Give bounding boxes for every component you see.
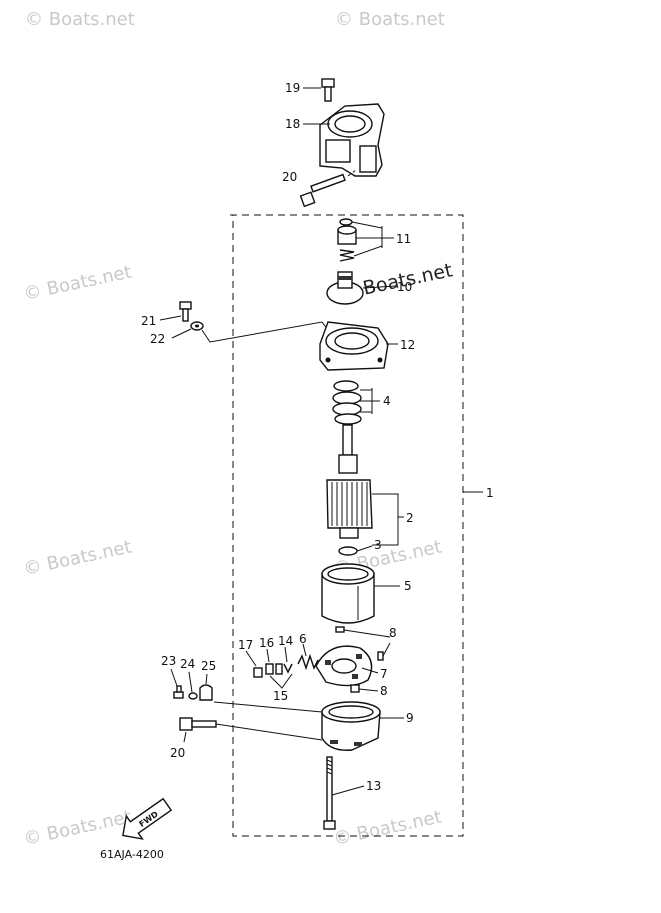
- leader-line: [302, 643, 307, 657]
- callout-19: 19: [285, 81, 300, 95]
- callout-23: 23: [161, 654, 176, 668]
- callout-15: 15: [273, 689, 288, 703]
- washer-24: [188, 692, 198, 700]
- terminal-parts: [253, 663, 293, 678]
- leader-line: [284, 646, 288, 663]
- callout-2: 2: [406, 511, 414, 525]
- leader-line: [159, 315, 182, 321]
- watermark: © Boats.net: [335, 9, 445, 30]
- armature-2: [326, 424, 373, 539]
- watermark: © Boats.net: [22, 537, 134, 580]
- clip-25: [199, 684, 213, 701]
- callout-14: 14: [278, 634, 293, 648]
- leader-line: [170, 668, 178, 687]
- leader-line: [351, 221, 383, 229]
- callout-17: 17: [238, 638, 253, 652]
- callout-11: 11: [396, 232, 411, 246]
- pinion-10: [326, 271, 364, 305]
- leader-line: [347, 169, 357, 177]
- bolt-20-upper: [299, 173, 346, 208]
- leader-line: [183, 731, 187, 743]
- callout-21: 21: [141, 314, 156, 328]
- housing-9: [321, 701, 381, 751]
- leader-line: [188, 671, 193, 693]
- callout-20-upper: 20: [282, 170, 297, 184]
- leader-line: [266, 648, 270, 663]
- washer-3: [338, 546, 358, 556]
- leader-line: [361, 667, 379, 674]
- callout-10: 10: [397, 280, 412, 294]
- housing-12: [319, 321, 389, 371]
- callout-1: 1: [486, 486, 494, 500]
- yoke-5: [321, 563, 375, 624]
- brush-holder-7: [315, 645, 373, 687]
- callout-8-upper: 8: [389, 626, 397, 640]
- leader-line: [353, 245, 383, 257]
- callout-6: 6: [299, 632, 307, 646]
- leader-line: [356, 545, 373, 552]
- callout-13: 13: [366, 779, 381, 793]
- leader-line: [215, 723, 323, 741]
- callout-5: 5: [404, 579, 412, 593]
- leader-line: [201, 321, 329, 343]
- watermark: © Boats.net: [25, 9, 135, 30]
- leader-line: [372, 493, 399, 546]
- screw-8-lower: [350, 684, 360, 693]
- leader-line: [213, 701, 323, 713]
- callout-22: 22: [150, 332, 165, 346]
- screw-8-upper: [335, 626, 384, 661]
- screw-21: [179, 301, 192, 322]
- callout-8-lower: 8: [380, 684, 388, 698]
- leader-line: [343, 629, 391, 638]
- callout-7: 7: [380, 667, 388, 681]
- watermark: © Boats.net: [332, 807, 444, 850]
- watermark: © Boats.net: [22, 262, 134, 305]
- bolt-19: [321, 78, 335, 102]
- bracket-18: [319, 103, 385, 177]
- leader-line: [269, 673, 293, 689]
- callout-9: 9: [406, 711, 414, 725]
- screw-23: [173, 685, 184, 699]
- through-bolt-13: [323, 756, 336, 830]
- bolt-20-lower: [179, 717, 217, 731]
- callout-20-lower: 20: [170, 746, 185, 760]
- leader-line: [331, 785, 365, 796]
- callout-24: 24: [180, 657, 195, 671]
- washer-22: [190, 321, 204, 331]
- assembly-boundary: [230, 214, 464, 837]
- brush-springs-4: [332, 380, 362, 425]
- leader-line: [362, 285, 397, 289]
- callout-16: 16: [259, 636, 274, 650]
- callout-4: 4: [383, 394, 391, 408]
- collar-11: [337, 218, 357, 262]
- leader-line: [358, 688, 379, 692]
- callout-18: 18: [285, 117, 300, 131]
- callout-3: 3: [374, 538, 382, 552]
- callout-25: 25: [201, 659, 216, 673]
- diagram-code: 61AJA-4200: [100, 848, 164, 861]
- leader-line: [382, 642, 391, 657]
- callout-12: 12: [400, 338, 415, 352]
- leader-line: [171, 328, 192, 339]
- leader-line: [205, 673, 208, 685]
- watermark: © Boats.net: [22, 807, 134, 850]
- leader-line: [245, 650, 257, 667]
- spring-6: [297, 653, 319, 671]
